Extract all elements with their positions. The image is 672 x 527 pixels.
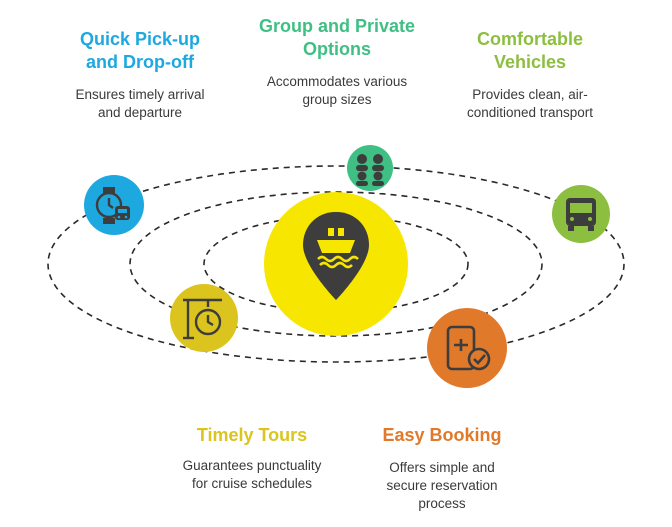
pickup-node [84, 175, 144, 235]
inner-orbit [203, 215, 469, 313]
feature-title-vehicles: Comfortable Vehicles [476, 29, 583, 72]
feature-desc-booking: Offers simple and secure reservation pro… [386, 460, 498, 511]
feature-title-group: Group and Private Options [258, 16, 416, 59]
group-people-icon [356, 154, 384, 186]
feature-desc-tours: Guarantees punctuality for cruise schedu… [182, 458, 322, 491]
watch-bus-icon [95, 187, 123, 224]
phone-booking-icon [446, 325, 491, 371]
feature-desc-group: Accommodates various group sizes [266, 74, 408, 107]
feature-desc-pickup: Ensures timely arrival and departure [75, 87, 205, 120]
bus-small-icon [115, 206, 130, 220]
bus-icon [566, 198, 596, 231]
group-node [347, 145, 393, 191]
feature-desc-vehicles: Provides clean, air- conditioned transpo… [466, 87, 594, 120]
feature-title-booking: Easy Booking [382, 425, 502, 445]
sign-clock-icon [183, 298, 222, 340]
ship-location-pin-icon [303, 212, 369, 300]
feature-title-tours: Timely Tours [196, 425, 308, 445]
tours-node [170, 284, 238, 352]
outer-orbit [47, 165, 625, 363]
booking-node [427, 308, 507, 388]
feature-title-pickup: Quick Pick-up and Drop-off [79, 29, 201, 72]
